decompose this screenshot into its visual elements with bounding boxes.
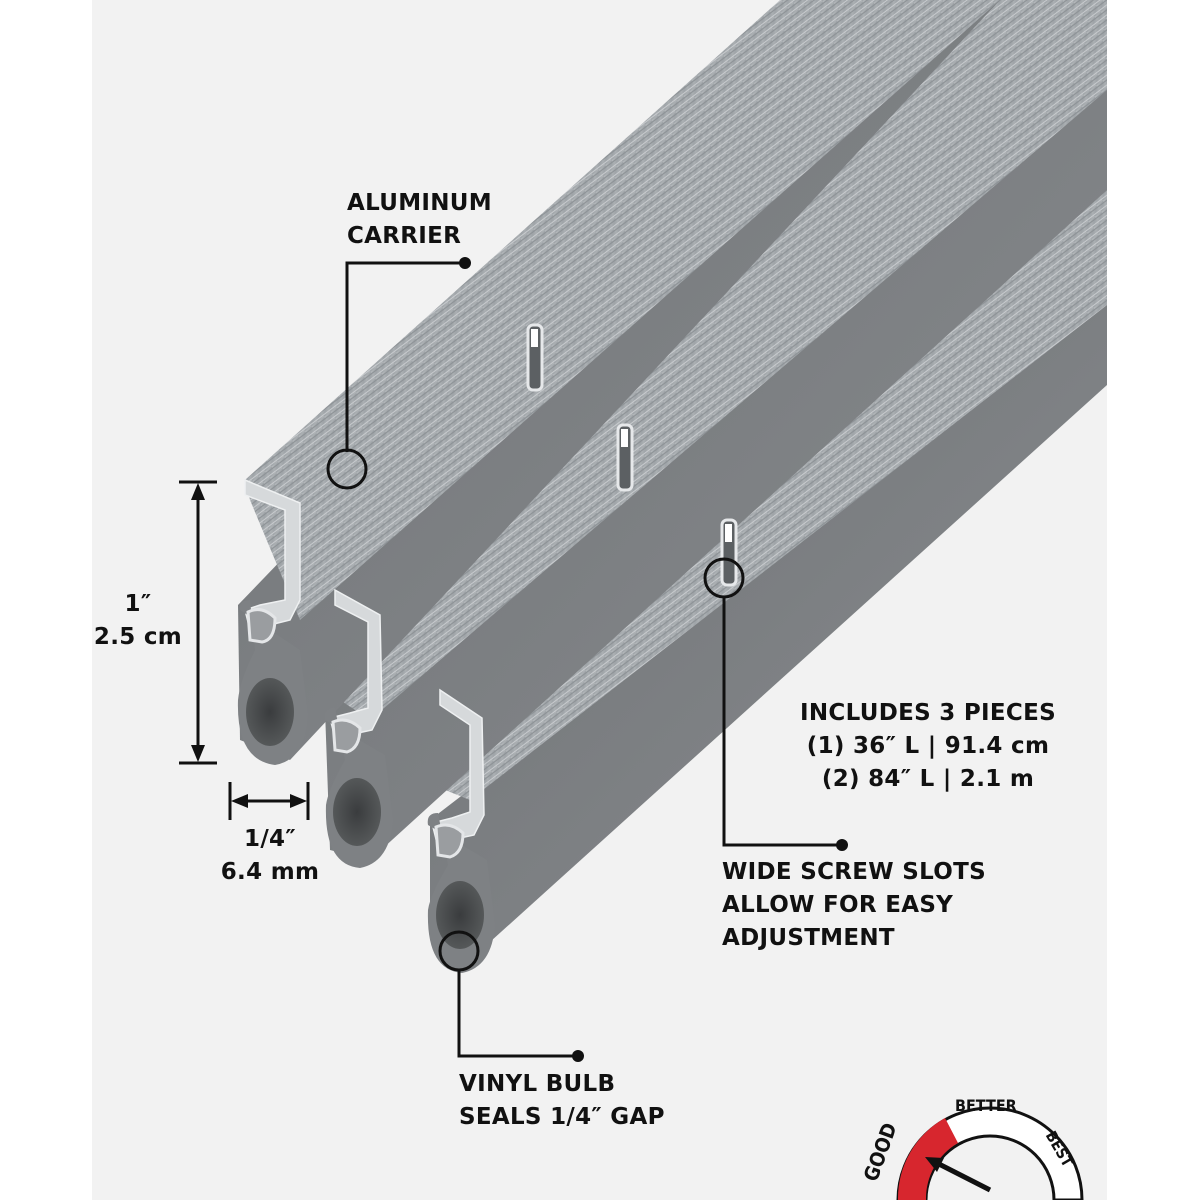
rating-gauge <box>896 1106 1084 1200</box>
gauge-needle <box>933 1159 992 1193</box>
aluminum-carrier-leader <box>345 261 465 452</box>
height-dimension-label: 1″ 2.5 cm <box>93 591 183 650</box>
strip-2 <box>325 0 1107 860</box>
screw-slots-leader <box>722 597 842 847</box>
gauge-label-better: BETTER <box>955 1096 1017 1115</box>
aluminum-carrier-label: ALUMINUM CARRIER <box>347 190 492 249</box>
screw-slots <box>526 323 738 587</box>
includes-pieces-label: INCLUDES 3 PIECES (1) 36″ L | 91.4 cm (2… <box>800 700 1056 792</box>
dimension-arrowheads <box>191 257 848 1062</box>
strip-3-profile <box>427 688 495 973</box>
callout-leaders <box>179 261 842 1058</box>
screw-slots-label: WIDE SCREW SLOTS ALLOW FOR EASY ADJUSTME… <box>722 859 986 951</box>
vinyl-bulb-label: VINYL BULB SEALS 1/4″ GAP <box>459 1071 665 1130</box>
strip-1 <box>238 0 1000 760</box>
strip-2-profile <box>324 588 393 868</box>
strip-1-profile <box>237 478 308 765</box>
width-dimension-label: 1/4″ 6.4 mm <box>220 826 320 885</box>
vinyl-bulb-leader <box>457 970 578 1058</box>
